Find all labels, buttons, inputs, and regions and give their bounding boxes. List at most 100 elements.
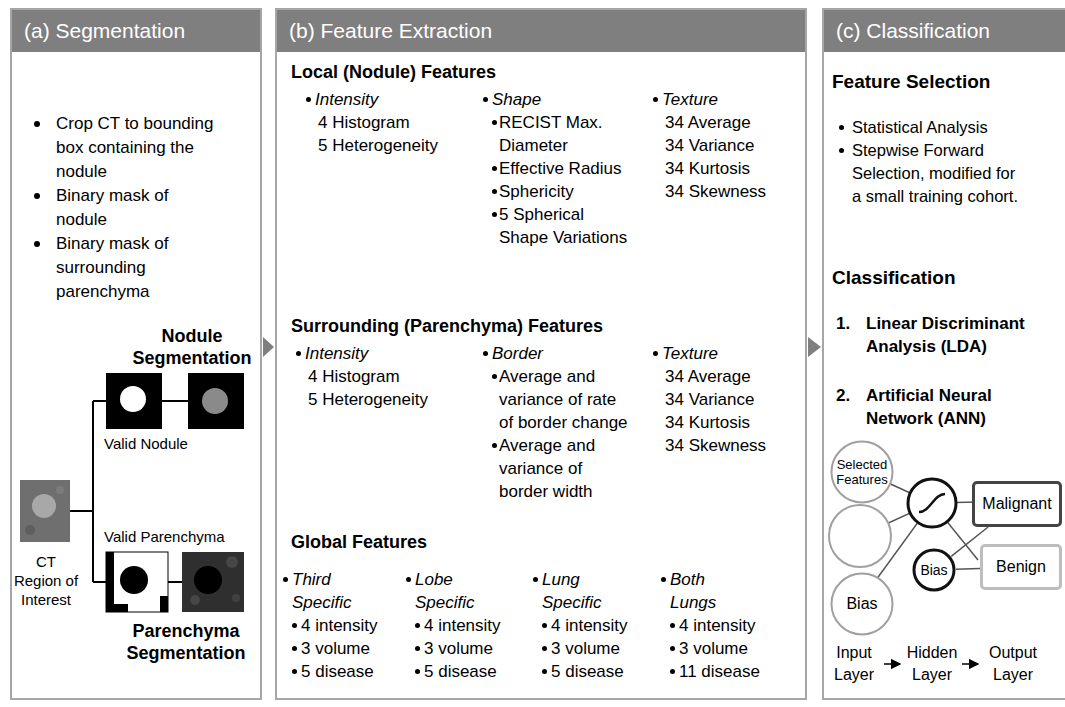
neuron-text-wrap: Bias bbox=[830, 572, 894, 636]
list-row: 5 disease bbox=[283, 660, 403, 683]
list-row: 3 volume bbox=[661, 637, 801, 660]
bullet-list: Intensity4 Histogram5 Heterogeneity bbox=[306, 88, 476, 157]
feature-item: 34 Skewness bbox=[665, 182, 766, 201]
list-row: 34 Kurtosis bbox=[653, 411, 803, 434]
bullet-list: Statistical AnalysisStepwise Forward Sel… bbox=[836, 116, 1027, 208]
feature-category: Shape bbox=[492, 90, 541, 109]
feature-item: Crop CT to bounding box containing the n… bbox=[56, 114, 214, 181]
branch-wire bbox=[93, 400, 106, 402]
image-caption: Parenchyma Segmentation bbox=[116, 620, 256, 664]
feature-item: Average and variance of rate of border c… bbox=[499, 367, 628, 432]
panel-header: (c) Classification bbox=[824, 10, 1065, 52]
list-row: 3 volume bbox=[283, 637, 403, 660]
feature-item: Effective Radius bbox=[499, 159, 622, 178]
parenchyma-texture bbox=[190, 595, 200, 605]
list-row: Both Lungs bbox=[661, 568, 750, 614]
hidden-neuron bbox=[908, 479, 956, 527]
layer-arrow bbox=[884, 663, 900, 665]
section-heading: Feature Selection bbox=[832, 70, 1052, 94]
parenchyma-mask-part bbox=[106, 604, 128, 612]
neuron-label: Selected Features bbox=[830, 457, 894, 487]
feature-item: Sphericity bbox=[499, 182, 574, 201]
bullet-dot bbox=[492, 443, 497, 448]
list-row: 5 disease bbox=[533, 660, 653, 683]
feature-item: 3 volume bbox=[551, 639, 620, 658]
bullet-list: Lobe Specific4 intensity3 volume5 diseas… bbox=[406, 568, 526, 683]
neuron-text-wrap: Selected Features bbox=[830, 440, 894, 504]
list-row: 34 Skewness bbox=[653, 180, 803, 203]
section-heading: Surrounding (Parenchyma) Features bbox=[291, 314, 731, 338]
list-row: 34 Skewness bbox=[653, 434, 803, 457]
image-caption: Valid Parenchyma bbox=[104, 528, 254, 546]
bullet-dot bbox=[34, 193, 40, 199]
list-row: 4 intensity bbox=[533, 614, 653, 637]
image-caption: CT Region of Interest bbox=[13, 552, 79, 609]
bullet-dot bbox=[483, 97, 488, 102]
panel-title: (b) Feature Extraction bbox=[289, 10, 492, 52]
list-row: 34 Kurtosis bbox=[653, 157, 803, 180]
bullet-dot bbox=[415, 646, 420, 651]
bullet-dot bbox=[839, 125, 844, 130]
feature-category: Third Specific bbox=[292, 570, 352, 612]
output-class-box: Benign bbox=[980, 544, 1062, 590]
bullet-dot bbox=[34, 121, 40, 127]
panel-title: (c) Classification bbox=[836, 10, 990, 52]
feature-item: 34 Average bbox=[665, 113, 751, 132]
feature-item: 3 volume bbox=[679, 639, 748, 658]
feature-item: Statistical Analysis bbox=[852, 118, 988, 136]
list-row: Third Specific bbox=[283, 568, 372, 614]
list-row: 4 Histogram bbox=[296, 365, 466, 388]
classifier-name: Linear Discriminant Analysis (LDA) bbox=[866, 312, 1051, 358]
branch-wire bbox=[162, 400, 188, 402]
list-row: 5 Heterogeneity bbox=[296, 388, 466, 411]
feature-category: Texture bbox=[662, 90, 718, 109]
list-row: 5 disease bbox=[406, 660, 526, 683]
feature-category: Border bbox=[492, 344, 543, 363]
list-row: 4 intensity bbox=[661, 614, 801, 637]
feature-item: 5 disease bbox=[551, 662, 624, 681]
ann-connection bbox=[956, 568, 980, 570]
list-row: Stepwise Forward Selection, modified for… bbox=[836, 139, 1027, 208]
parenchyma-texture bbox=[232, 594, 240, 602]
input-bias-neuron: Bias bbox=[830, 572, 894, 636]
panel-title: (a) Segmentation bbox=[24, 10, 185, 52]
bullet-list: Third Specific4 intensity3 volume5 disea… bbox=[283, 568, 403, 683]
bullet-list: ShapeRECIST Max. DiameterEffective Radiu… bbox=[483, 88, 633, 249]
feature-category: Texture bbox=[662, 344, 718, 363]
list-row: Texture bbox=[653, 342, 803, 365]
list-row: 4 Histogram bbox=[306, 111, 476, 134]
bullet-dot bbox=[533, 577, 538, 582]
output-class-label: Malignant bbox=[982, 495, 1051, 513]
neuron-circle bbox=[832, 574, 893, 635]
feature-category: Intensity bbox=[315, 90, 378, 109]
bullet-dot bbox=[542, 623, 547, 628]
parenchyma-mask-hole bbox=[120, 566, 148, 594]
list-row: Intensity bbox=[296, 342, 466, 365]
feature-item: 5 Heterogeneity bbox=[308, 390, 428, 409]
bullet-dot bbox=[492, 166, 497, 171]
list-number: 2. bbox=[836, 384, 862, 407]
feature-item: 11 disease bbox=[679, 662, 760, 681]
list-row: Effective Radius bbox=[483, 157, 633, 180]
bullet-dot bbox=[670, 669, 675, 674]
neuron-circle bbox=[914, 550, 954, 590]
panel-header: (a) Segmentation bbox=[12, 10, 260, 52]
feature-category: Lobe Specific bbox=[415, 570, 475, 612]
flow-arrow bbox=[808, 337, 821, 357]
feature-item: 4 Histogram bbox=[308, 367, 400, 386]
feature-item: 3 volume bbox=[424, 639, 493, 658]
list-row: Intensity bbox=[306, 88, 476, 111]
bullet-dot bbox=[670, 646, 675, 651]
bullet-dot bbox=[661, 577, 666, 582]
bullet-dot bbox=[296, 351, 301, 356]
layer-label: Input Layer bbox=[826, 642, 882, 686]
bullet-list: BorderAverage and variance of rate of bo… bbox=[483, 342, 633, 503]
bullet-dot bbox=[542, 669, 547, 674]
bullet-dot bbox=[415, 623, 420, 628]
list-row: 34 Variance bbox=[653, 388, 803, 411]
nodule-image-blob bbox=[202, 388, 228, 414]
list-row: 3 volume bbox=[533, 637, 653, 660]
feature-category: Lung Specific bbox=[542, 570, 602, 612]
bullet-dot bbox=[653, 97, 658, 102]
feature-category: Intensity bbox=[305, 344, 368, 363]
